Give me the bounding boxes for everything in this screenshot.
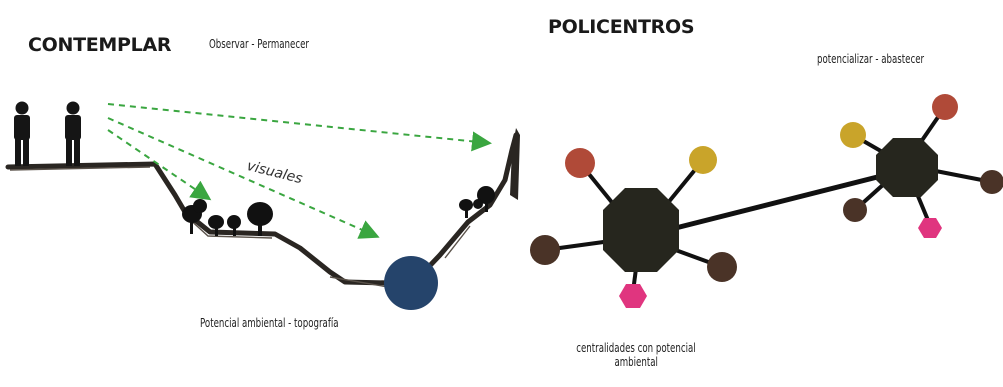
centralidades-caption-line2: ambiental (614, 355, 658, 369)
water-body-circle (384, 256, 438, 310)
cliff-right (510, 128, 520, 200)
node-brown (707, 252, 737, 282)
centralidades-caption: centralidades con potencial ambiental (526, 341, 746, 369)
terrain-texture (9, 166, 471, 288)
person-figure-icon (65, 101, 81, 166)
node-red (565, 148, 595, 178)
hub-octagon-large (603, 188, 679, 272)
node-brown (843, 198, 867, 222)
node-brown (530, 235, 560, 265)
tree-cluster-icon (459, 186, 495, 218)
node-yellow (840, 122, 866, 148)
person-figure-icon (14, 101, 30, 166)
sightline-arrow (107, 117, 380, 239)
node-pink-hexagon (918, 218, 942, 238)
policentros-title: POLICENTROS (548, 16, 695, 38)
potencial-ambiental-caption: Potencial ambiental - topografía (200, 316, 339, 330)
node-red (932, 94, 958, 120)
tree-cluster-icon (182, 199, 273, 236)
contemplar-title: CONTEMPLAR (28, 34, 172, 56)
centralidades-caption-line1: centralidades con potencial (576, 341, 696, 355)
sightline-arrow (107, 103, 492, 152)
node-brown (980, 170, 1003, 194)
node-yellow (689, 146, 717, 174)
contemplar-illustration (5, 101, 520, 310)
hub-connector-line (639, 167, 906, 240)
contemplar-subtitle: Observar - Permanecer (209, 37, 309, 51)
potencializar-note: potencializar - abastecer (817, 52, 925, 66)
sightline-arrow (107, 129, 212, 201)
terrain-profile (5, 132, 519, 286)
node-pink-hexagon (619, 284, 647, 308)
hub-octagon-small (876, 138, 938, 197)
